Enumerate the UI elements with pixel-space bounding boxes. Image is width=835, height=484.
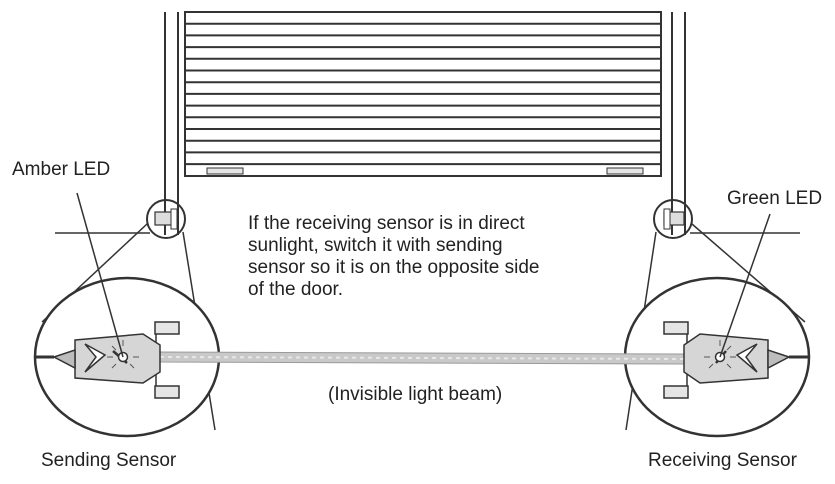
door-frame: [164, 12, 686, 235]
green-led-glow: [704, 340, 736, 369]
note-line: of the door.: [248, 279, 344, 300]
right-sensor-small: [653, 199, 693, 239]
left-sensor-small: [146, 199, 186, 239]
sunlight-note: If the receiving sensor is in direct sun…: [248, 213, 540, 301]
beam-label: (Invisible light beam): [328, 384, 503, 405]
amber-led-glow: [107, 340, 139, 369]
green-led-leader: [719, 213, 771, 358]
sending-sensor: [35, 321, 180, 399]
amber-led-label: Amber LED: [12, 159, 111, 180]
amber-led-leader: [76, 192, 124, 358]
sending-sensor-label: Sending Sensor: [41, 450, 177, 471]
light-beam: [159, 351, 685, 365]
green-led-label: Green LED: [727, 188, 823, 209]
note-line: sensor so it is on the opposite side: [248, 257, 540, 278]
garage-door: [184, 11, 662, 177]
receiving-sensor-label: Receiving Sensor: [648, 450, 797, 471]
receiving-sensor: [663, 321, 808, 399]
note-line: sunlight, switch it with sending: [248, 235, 503, 256]
note-line: If the receiving sensor is in direct: [248, 213, 525, 234]
